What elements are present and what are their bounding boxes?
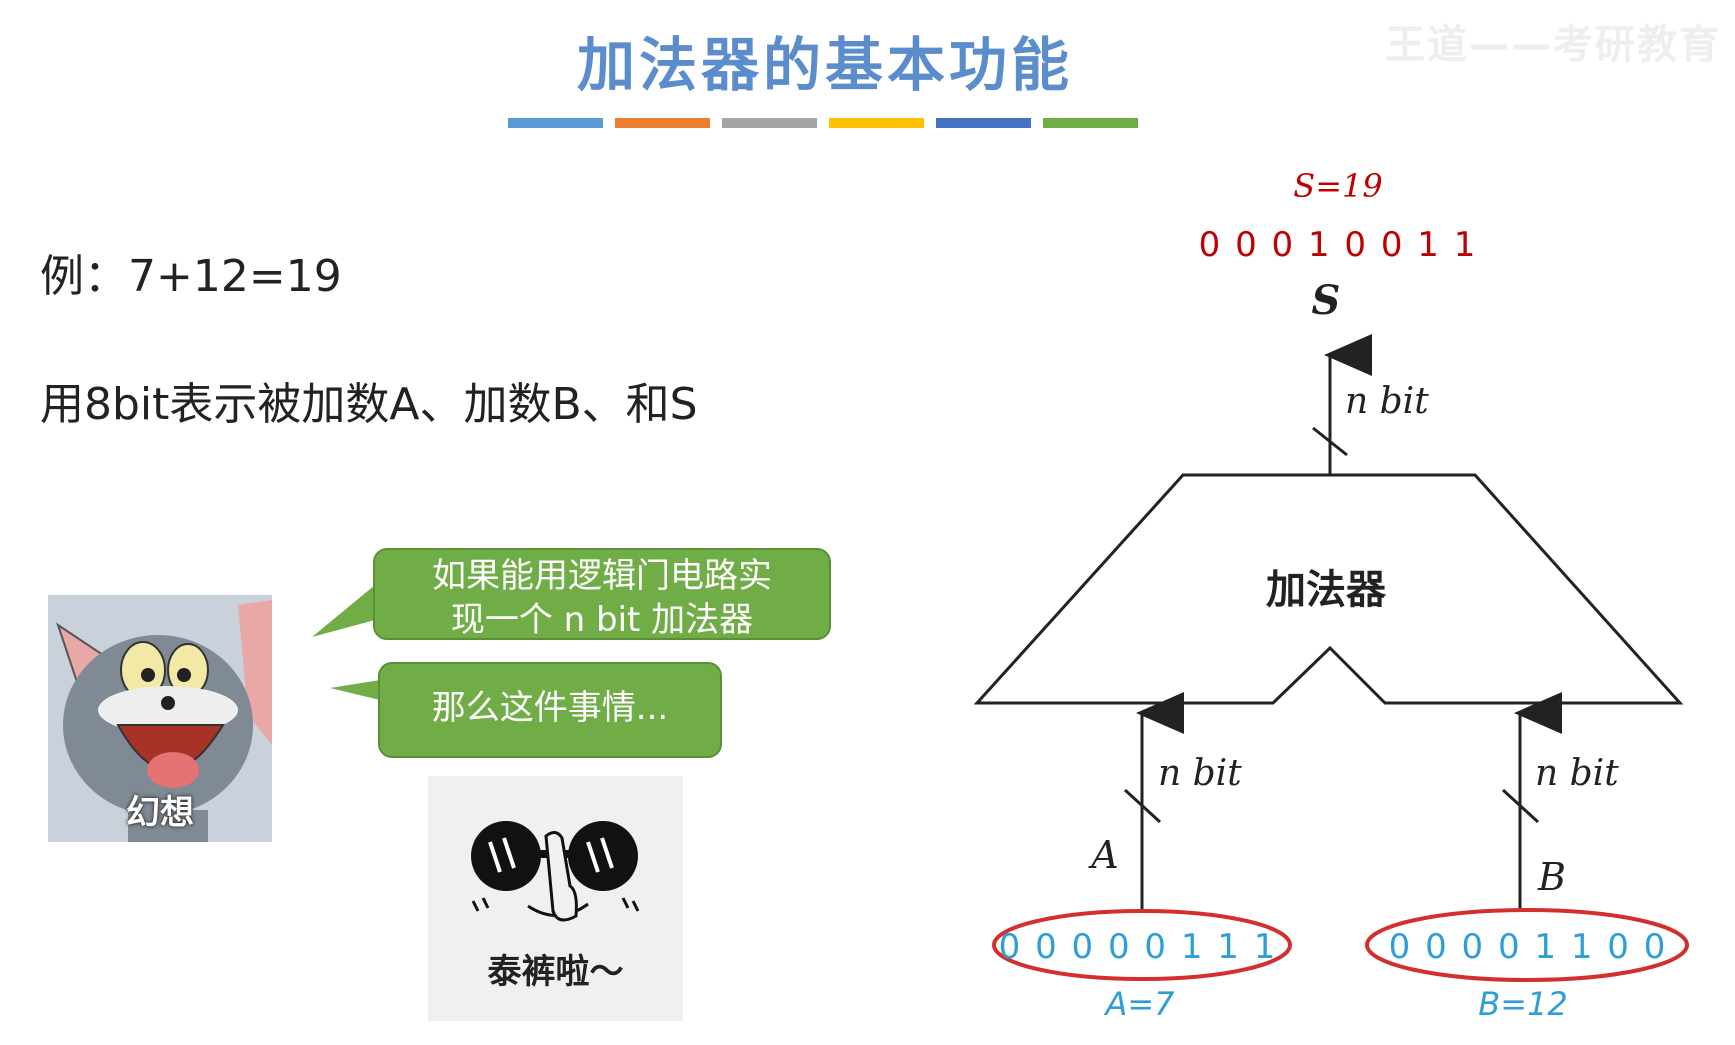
speech-bubble-thing: 那么这件事情... bbox=[378, 662, 722, 758]
color-bar-segment bbox=[722, 118, 817, 128]
input-a-symbol: A bbox=[1088, 833, 1118, 877]
input-a-bus-slash bbox=[1123, 788, 1162, 824]
color-bar-segment bbox=[829, 118, 924, 128]
color-bar-segment bbox=[1043, 118, 1138, 128]
bit-description: 用8bit表示被加数A、加数B、和S bbox=[40, 379, 698, 430]
adder-label: 加法器 bbox=[1266, 567, 1387, 613]
input-b-value-label: B=12 bbox=[1478, 985, 1567, 1023]
bubble-1-tail bbox=[312, 585, 375, 637]
speech-bubble-adder: 如果能用逻辑门电路实 现一个 n bit 加法器 bbox=[373, 548, 831, 640]
color-bar-segment bbox=[615, 118, 710, 128]
tom-cat-drawing bbox=[48, 595, 272, 842]
input-a-width-label: n bit bbox=[1158, 753, 1242, 794]
bubble-2-tail bbox=[330, 680, 380, 700]
bubble-line-2: 现一个 n bit 加法器 bbox=[450, 600, 754, 640]
input-b-bus-slash bbox=[1501, 788, 1540, 824]
output-width-label: n bit bbox=[1345, 381, 1429, 422]
input-b-bits: 0 0 0 0 1 1 0 0 bbox=[1389, 927, 1668, 967]
input-b-symbol: B bbox=[1537, 855, 1566, 899]
title-color-bar bbox=[508, 118, 1138, 128]
example-equation: 例：7+12=19 bbox=[40, 251, 342, 302]
input-a-bits: 0 0 0 0 0 1 1 1 bbox=[999, 927, 1278, 967]
adder-body bbox=[973, 473, 1684, 705]
bubble-line-1: 如果能用逻辑门电路实 bbox=[432, 556, 772, 596]
sum-bits: 0 0 0 1 0 0 1 1 bbox=[1199, 225, 1478, 265]
input-b-width-label: n bit bbox=[1535, 753, 1619, 794]
watermark-logo: 王道——考研教育 bbox=[1385, 22, 1721, 68]
input-a-highlight-circle bbox=[992, 909, 1292, 981]
cool-meme-caption: 泰裤啦～ bbox=[487, 952, 624, 992]
input-b-highlight-circle bbox=[1365, 908, 1689, 982]
color-bar-segment bbox=[936, 118, 1031, 128]
output-bus-slash bbox=[1312, 426, 1348, 457]
slide-title: 加法器的基本功能 bbox=[576, 31, 1073, 99]
sum-symbol: S bbox=[1312, 277, 1341, 324]
sunglasses-face-drawing bbox=[428, 776, 683, 1021]
color-bar-segment bbox=[508, 118, 603, 128]
input-a-value-label: A=7 bbox=[1103, 985, 1175, 1023]
sum-value-label: S=19 bbox=[1293, 167, 1382, 205]
tom-meme-caption: 幻想 bbox=[126, 793, 194, 833]
cool-meme-image: 泰裤啦～ bbox=[428, 776, 683, 1021]
tom-meme-image: 幻想 bbox=[48, 595, 272, 842]
